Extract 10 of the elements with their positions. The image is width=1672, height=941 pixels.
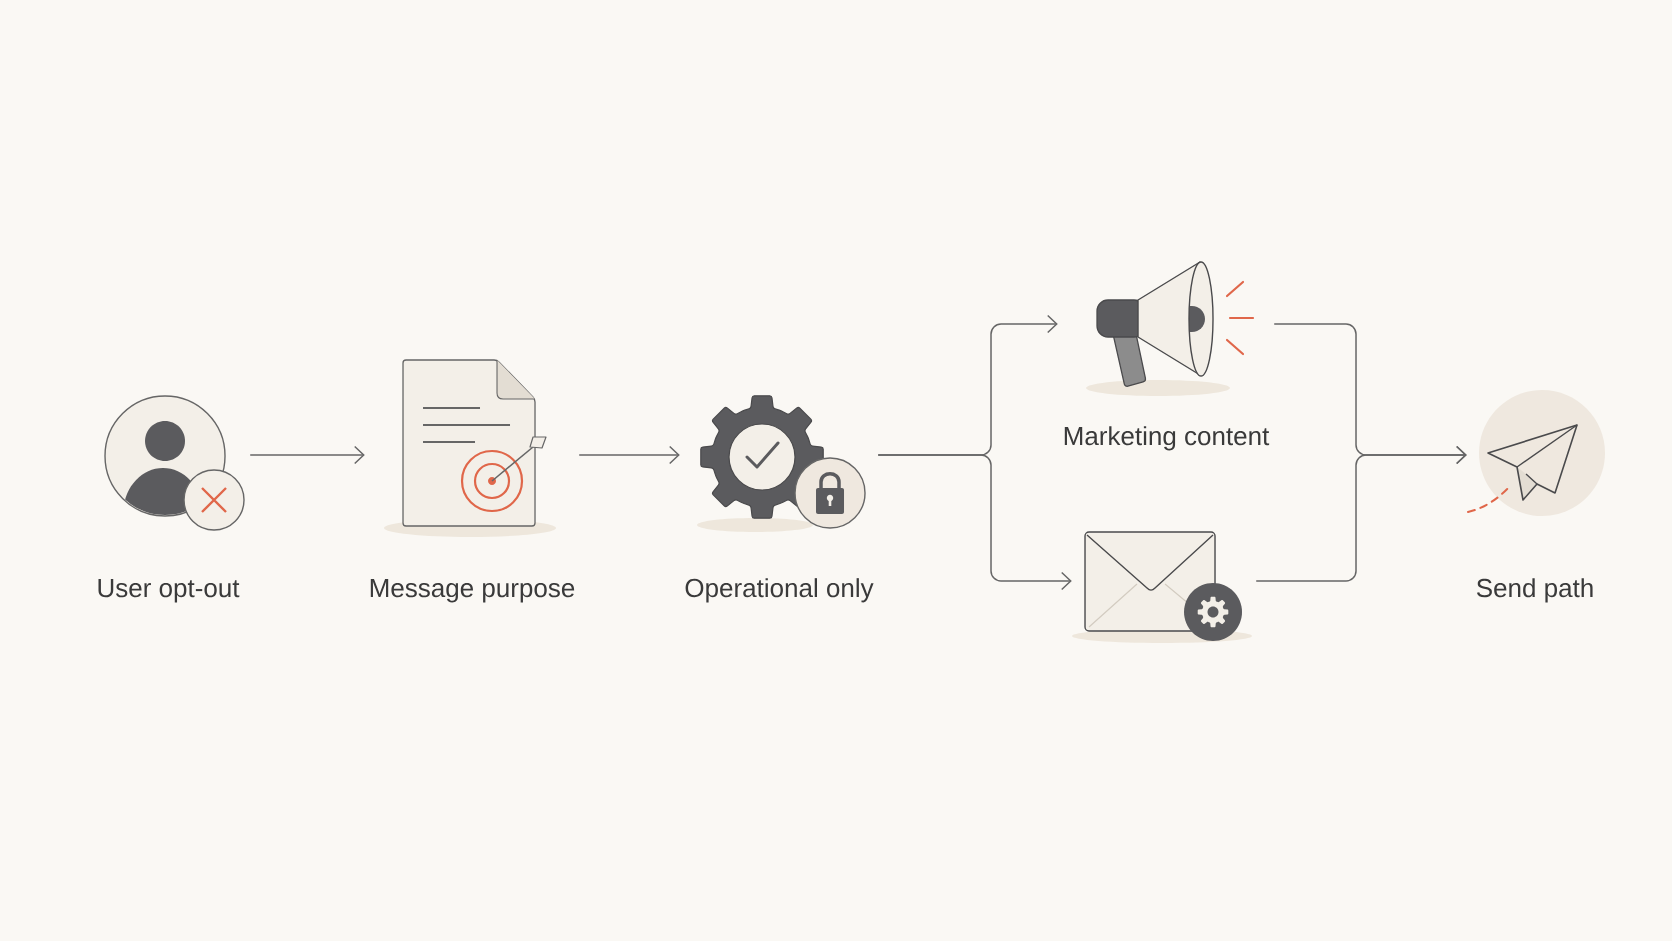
step-label: Operational only xyxy=(685,578,874,603)
step-label: Message purpose xyxy=(370,579,575,603)
step-label: User opt-out xyxy=(98,579,240,603)
step-label: Marketing content xyxy=(1064,426,1270,451)
arrow xyxy=(1255,445,1467,582)
envelope-icon xyxy=(1072,531,1252,643)
step-label: Send path xyxy=(1476,578,1593,603)
arrow xyxy=(877,454,1072,591)
arrow xyxy=(578,445,680,465)
arrow xyxy=(249,445,365,465)
